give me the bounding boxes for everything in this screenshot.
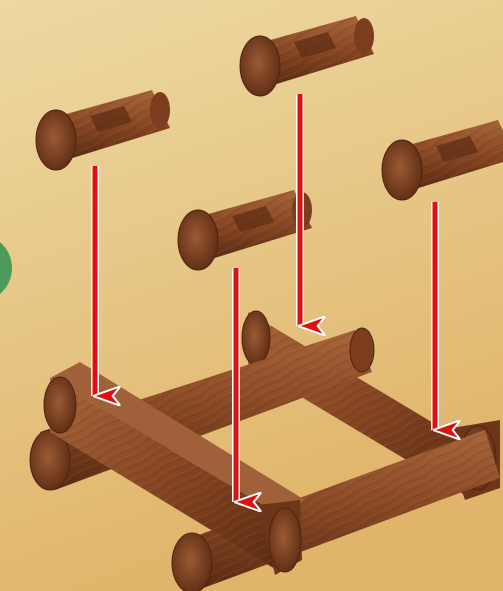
log-assembly-illustration [0,0,503,591]
assembly-diagram [0,0,503,591]
